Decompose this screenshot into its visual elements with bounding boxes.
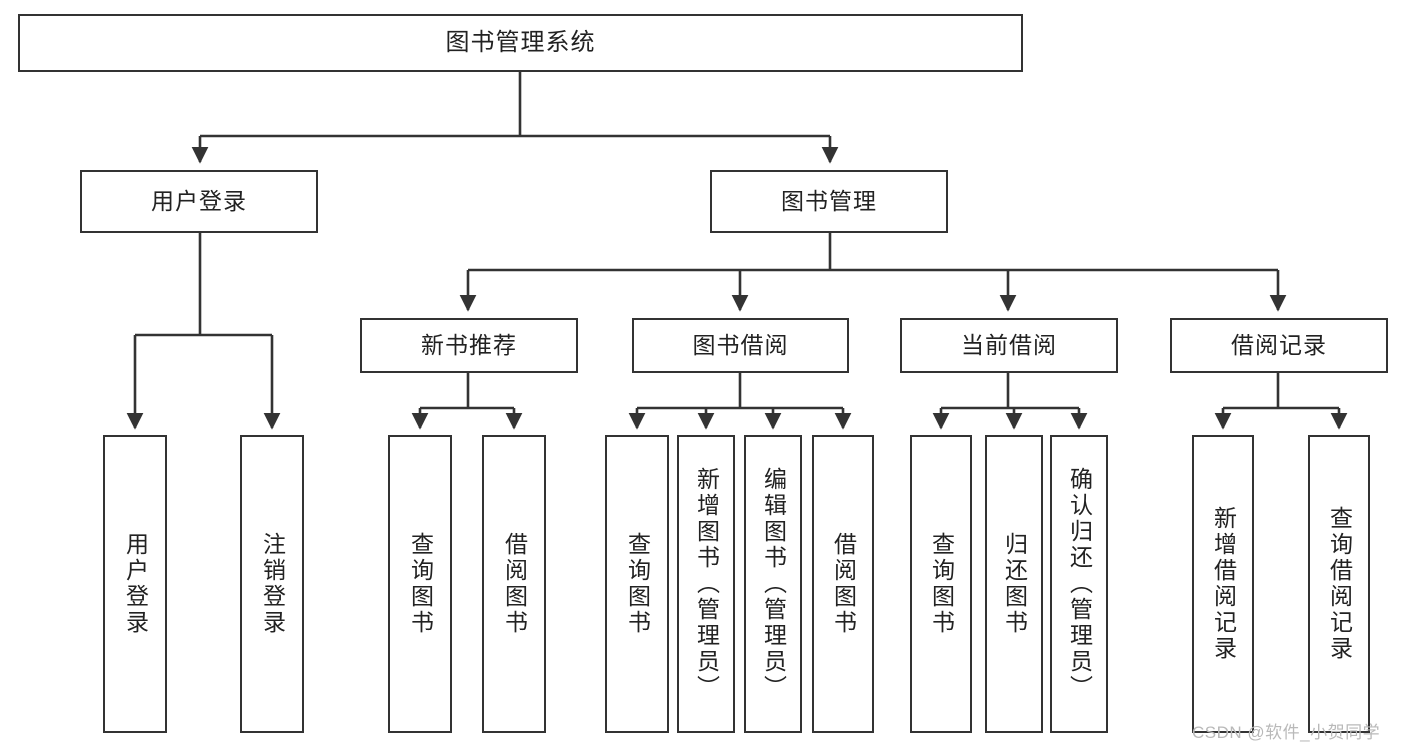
node-leaf-query-book-brw-label: 查询图书: [624, 532, 651, 636]
node-leaf-query-book-rec[interactable]: 查询图书: [388, 435, 452, 733]
node-leaf-confirm-return-label: 确认归还（管理员）: [1066, 467, 1093, 701]
node-leaf-user-login[interactable]: 用户登录: [103, 435, 167, 733]
node-new-book-recommend[interactable]: 新书推荐: [360, 318, 578, 373]
node-leaf-borrow-book-brw[interactable]: 借阅图书: [812, 435, 874, 733]
node-leaf-logout-label: 注销登录: [259, 532, 286, 636]
csdn-watermark: CSDN @软件_小贺同学: [1192, 723, 1381, 742]
node-user-login[interactable]: 用户登录: [80, 170, 318, 233]
node-leaf-return-book-label: 归还图书: [1001, 532, 1028, 636]
node-leaf-borrow-book-brw-label: 借阅图书: [830, 532, 857, 636]
node-borrow-record[interactable]: 借阅记录: [1170, 318, 1388, 373]
node-leaf-add-record-label: 新增借阅记录: [1210, 506, 1237, 662]
node-leaf-return-book[interactable]: 归还图书: [985, 435, 1043, 733]
node-leaf-confirm-return[interactable]: 确认归还（管理员）: [1050, 435, 1108, 733]
node-leaf-query-book-cur[interactable]: 查询图书: [910, 435, 972, 733]
node-book-borrow-label: 图书借阅: [692, 332, 789, 358]
node-new-book-recommend-label: 新书推荐: [421, 332, 517, 358]
node-leaf-query-book-cur-label: 查询图书: [928, 532, 955, 636]
node-leaf-query-record-label: 查询借阅记录: [1326, 506, 1353, 662]
node-leaf-user-login-label: 用户登录: [122, 532, 149, 636]
node-root-label: 图书管理系统: [445, 29, 596, 56]
node-root[interactable]: 图书管理系统: [18, 14, 1023, 72]
node-book-manage-label: 图书管理: [781, 188, 877, 214]
node-leaf-borrow-book-rec-label: 借阅图书: [501, 532, 528, 636]
node-leaf-add-book-admin-label: 新增图书（管理员）: [693, 467, 720, 701]
node-leaf-query-record[interactable]: 查询借阅记录: [1308, 435, 1370, 733]
node-leaf-edit-book-admin-label: 编辑图书（管理员）: [760, 467, 787, 701]
node-book-borrow[interactable]: 图书借阅: [632, 318, 849, 373]
node-borrow-record-label: 借阅记录: [1231, 332, 1327, 358]
node-book-manage[interactable]: 图书管理: [710, 170, 948, 233]
node-leaf-add-record[interactable]: 新增借阅记录: [1192, 435, 1254, 733]
node-leaf-edit-book-admin[interactable]: 编辑图书（管理员）: [744, 435, 802, 733]
node-current-borrow-label: 当前借阅: [961, 332, 1057, 358]
node-leaf-logout[interactable]: 注销登录: [240, 435, 304, 733]
node-leaf-borrow-book-rec[interactable]: 借阅图书: [482, 435, 546, 733]
node-user-login-label: 用户登录: [151, 188, 247, 214]
node-leaf-query-book-rec-label: 查询图书: [407, 532, 434, 636]
node-current-borrow[interactable]: 当前借阅: [900, 318, 1118, 373]
node-leaf-query-book-brw[interactable]: 查询图书: [605, 435, 669, 733]
node-leaf-add-book-admin[interactable]: 新增图书（管理员）: [677, 435, 735, 733]
